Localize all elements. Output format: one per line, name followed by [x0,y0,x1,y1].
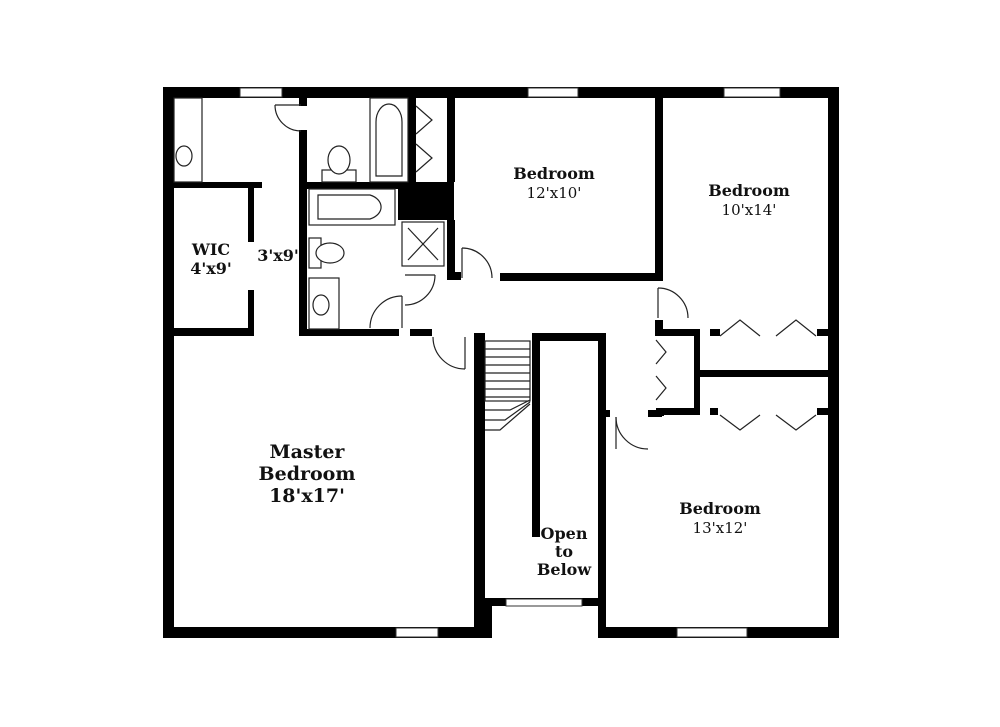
open-to-below-line1: Open [541,524,588,543]
sink-icon [175,145,193,167]
room-name-wic: WIC [191,240,230,259]
window [505,598,583,607]
room-name-bedroom-13x12: Bedroom [679,499,761,518]
vanity [173,97,203,183]
room-size-master-bath: 3'x9' [257,246,299,265]
room-size-master: 18'x17' [269,485,345,507]
room-name-master-line2: Bedroom [259,463,356,485]
room-size-bedroom-13x12: 13'x12' [693,519,748,537]
room-size-wic: 4'x9' [190,259,232,278]
windows [239,87,781,638]
window [723,87,781,98]
fixtures [173,97,531,431]
room-size-bedroom-12x10: 12'x10' [527,184,582,202]
window [676,627,748,638]
room-name-bedroom-10x14: Bedroom [708,181,790,200]
sink-icon [312,294,330,316]
window [239,87,283,98]
room-size-bedroom-10x14: 10'x14' [722,201,777,219]
room-name-bedroom-12x10: Bedroom [513,164,595,183]
room-name-master-line1: Master [270,441,346,463]
room-labels: Bedroom 12'x10' Bedroom 10'x14' WIC 4'x9… [190,164,790,579]
stairs [484,340,531,431]
open-to-below-line2: to [555,542,573,561]
window [395,627,439,638]
window [527,87,579,98]
interior-walls [174,98,828,636]
open-to-below-line3: Below [537,560,592,579]
door-swings [274,104,817,450]
